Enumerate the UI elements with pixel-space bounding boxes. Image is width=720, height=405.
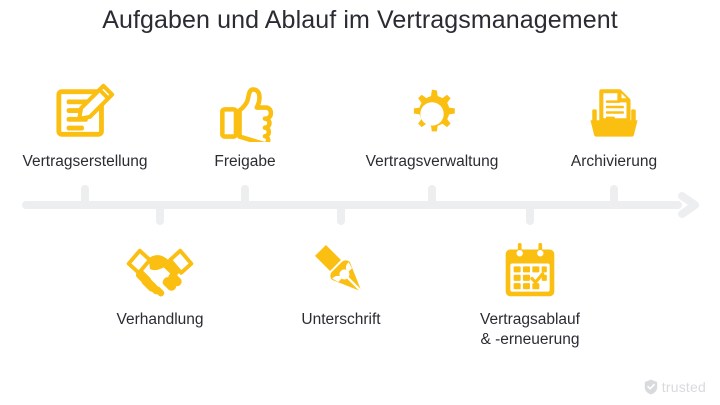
- step-label: Vertragserstellung: [22, 153, 148, 170]
- timeline-bar: [22, 201, 682, 209]
- step-label: Vertragsablauf & -erneuerung: [480, 311, 580, 348]
- arrow-right-icon: [678, 192, 699, 218]
- step-freigabe[interactable]: Freigabe: [180, 80, 310, 172]
- step-label: Unterschrift: [301, 311, 381, 328]
- pen-nib-icon: [276, 238, 406, 304]
- archive-folder-icon: [534, 80, 694, 146]
- step-label: Freigabe: [214, 153, 276, 170]
- timeline-tick-5: [428, 185, 436, 209]
- step-vertragsverwaltung[interactable]: Vertragsverwaltung: [342, 80, 522, 172]
- timeline-tick-7: [610, 185, 618, 209]
- timeline-tick-1: [81, 185, 89, 209]
- step-verhandlung[interactable]: Verhandlung: [85, 238, 235, 330]
- step-label: Vertragsverwaltung: [365, 153, 499, 170]
- document-pencil-icon: [0, 80, 170, 146]
- handshake-icon: [85, 238, 235, 304]
- page-title: Aufgaben und Ablauf im Vertragsmanagemen…: [102, 6, 618, 34]
- calendar-check-icon: [450, 238, 610, 304]
- shield-check-icon: [644, 379, 657, 395]
- step-vertragsablauf-erneuerung[interactable]: Vertragsablauf & -erneuerung: [450, 238, 610, 350]
- watermark: trusted: [644, 379, 706, 395]
- thumbs-up-icon: [180, 80, 310, 146]
- step-label: Verhandlung: [116, 311, 204, 328]
- timeline-tick-2: [156, 201, 164, 225]
- timeline-tick-6: [526, 201, 534, 225]
- timeline-tick-4: [337, 201, 345, 225]
- timeline-tick-3: [241, 185, 249, 209]
- step-unterschrift[interactable]: Unterschrift: [276, 238, 406, 330]
- step-label: Archivierung: [570, 153, 658, 170]
- step-vertragserstellung[interactable]: Vertragserstellung: [0, 80, 170, 172]
- step-archivierung[interactable]: Archivierung: [534, 80, 694, 172]
- watermark-text: trusted: [661, 379, 706, 395]
- gear-icon: [342, 80, 522, 146]
